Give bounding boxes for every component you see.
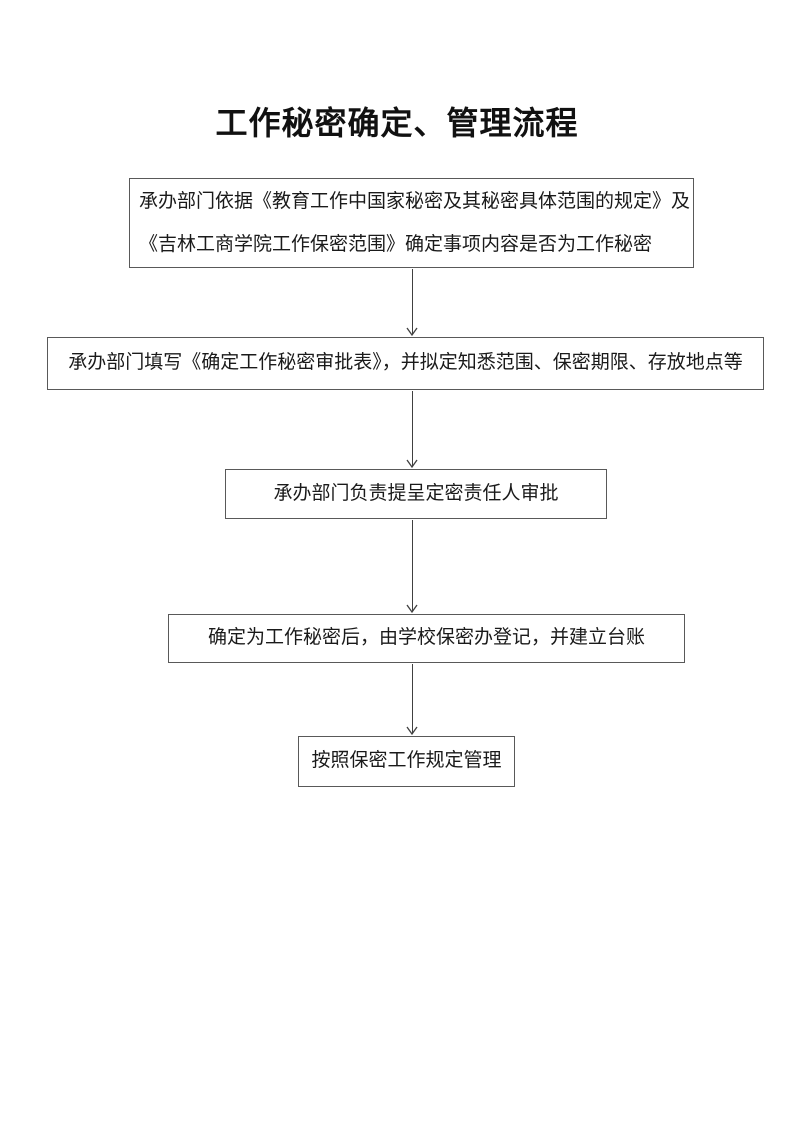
arrow-head-icon [406, 604, 418, 613]
flow-step-5-text: 按照保密工作规定管理 [311, 750, 502, 772]
page-title: 工作秘密确定、管理流程 [215, 105, 579, 141]
flow-step-4-text: 确定为工作秘密后，由学校保密办登记，并建立台账 [207, 627, 645, 649]
arrow-head-icon [406, 726, 418, 735]
flow-step-2-text: 承办部门填写《确定工作秘密审批表》，并拟定知悉范围、保密期限、存放地点等 [68, 352, 743, 374]
down-arrow-icon [405, 664, 419, 735]
arrow-head-icon [406, 459, 418, 468]
flow-step-2-box: 承办部门填写《确定工作秘密审批表》，并拟定知悉范围、保密期限、存放地点等 [47, 337, 764, 390]
arrow-shaft [411, 391, 413, 466]
down-arrow-icon [405, 269, 419, 336]
flow-step-5-box: 按照保密工作规定管理 [298, 736, 515, 787]
flow-step-1-text: 承办部门依据《教育工作中国家秘密及其秘密具体范围的规定》及 《吉林工商学院工作保… [130, 180, 693, 266]
flow-step-4-box: 确定为工作秘密后，由学校保密办登记，并建立台账 [168, 614, 685, 663]
arrow-shaft [411, 269, 413, 334]
arrow-head-icon [406, 327, 418, 336]
down-arrow-icon [405, 391, 419, 468]
down-arrow-icon [405, 520, 419, 613]
flow-step-1-box: 承办部门依据《教育工作中国家秘密及其秘密具体范围的规定》及 《吉林工商学院工作保… [129, 178, 694, 268]
arrow-shaft [411, 664, 413, 733]
flow-step-1-line-2: 《吉林工商学院工作保密范围》确定事项内容是否为工作秘密 [139, 234, 653, 255]
flow-step-3-box: 承办部门负责提呈定密责任人审批 [225, 469, 607, 519]
flow-step-1-line-1: 承办部门依据《教育工作中国家秘密及其秘密具体范围的规定》及 [139, 191, 691, 212]
arrow-shaft [411, 520, 413, 611]
flow-step-3-text: 承办部门负责提呈定密责任人审批 [273, 482, 559, 504]
